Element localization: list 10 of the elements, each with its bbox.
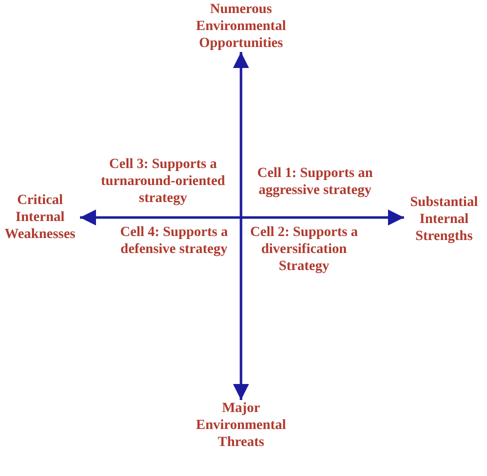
axis-end-label: Numerous Environmental Opportunities [181,1,301,52]
quadrant-label: Cell 3: Supports a turnaround-oriented strategy [100,156,226,207]
double-headed-arrow [80,210,404,226]
double-headed-arrow [233,52,249,400]
axis-end-label: Substantial Internal Strengths [404,194,484,245]
quadrant-label: Cell 4: Supports a defensive strategy [119,224,229,258]
axis-end-label: Critical Internal Weaknesses [0,192,80,243]
quadrant-label: Cell 2: Supports a diversification Strategy [249,224,359,275]
axis-end-label: Major Environmental Threats [181,400,301,451]
quadrant-label: Cell 1: Supports an aggressive strategy [256,165,374,199]
